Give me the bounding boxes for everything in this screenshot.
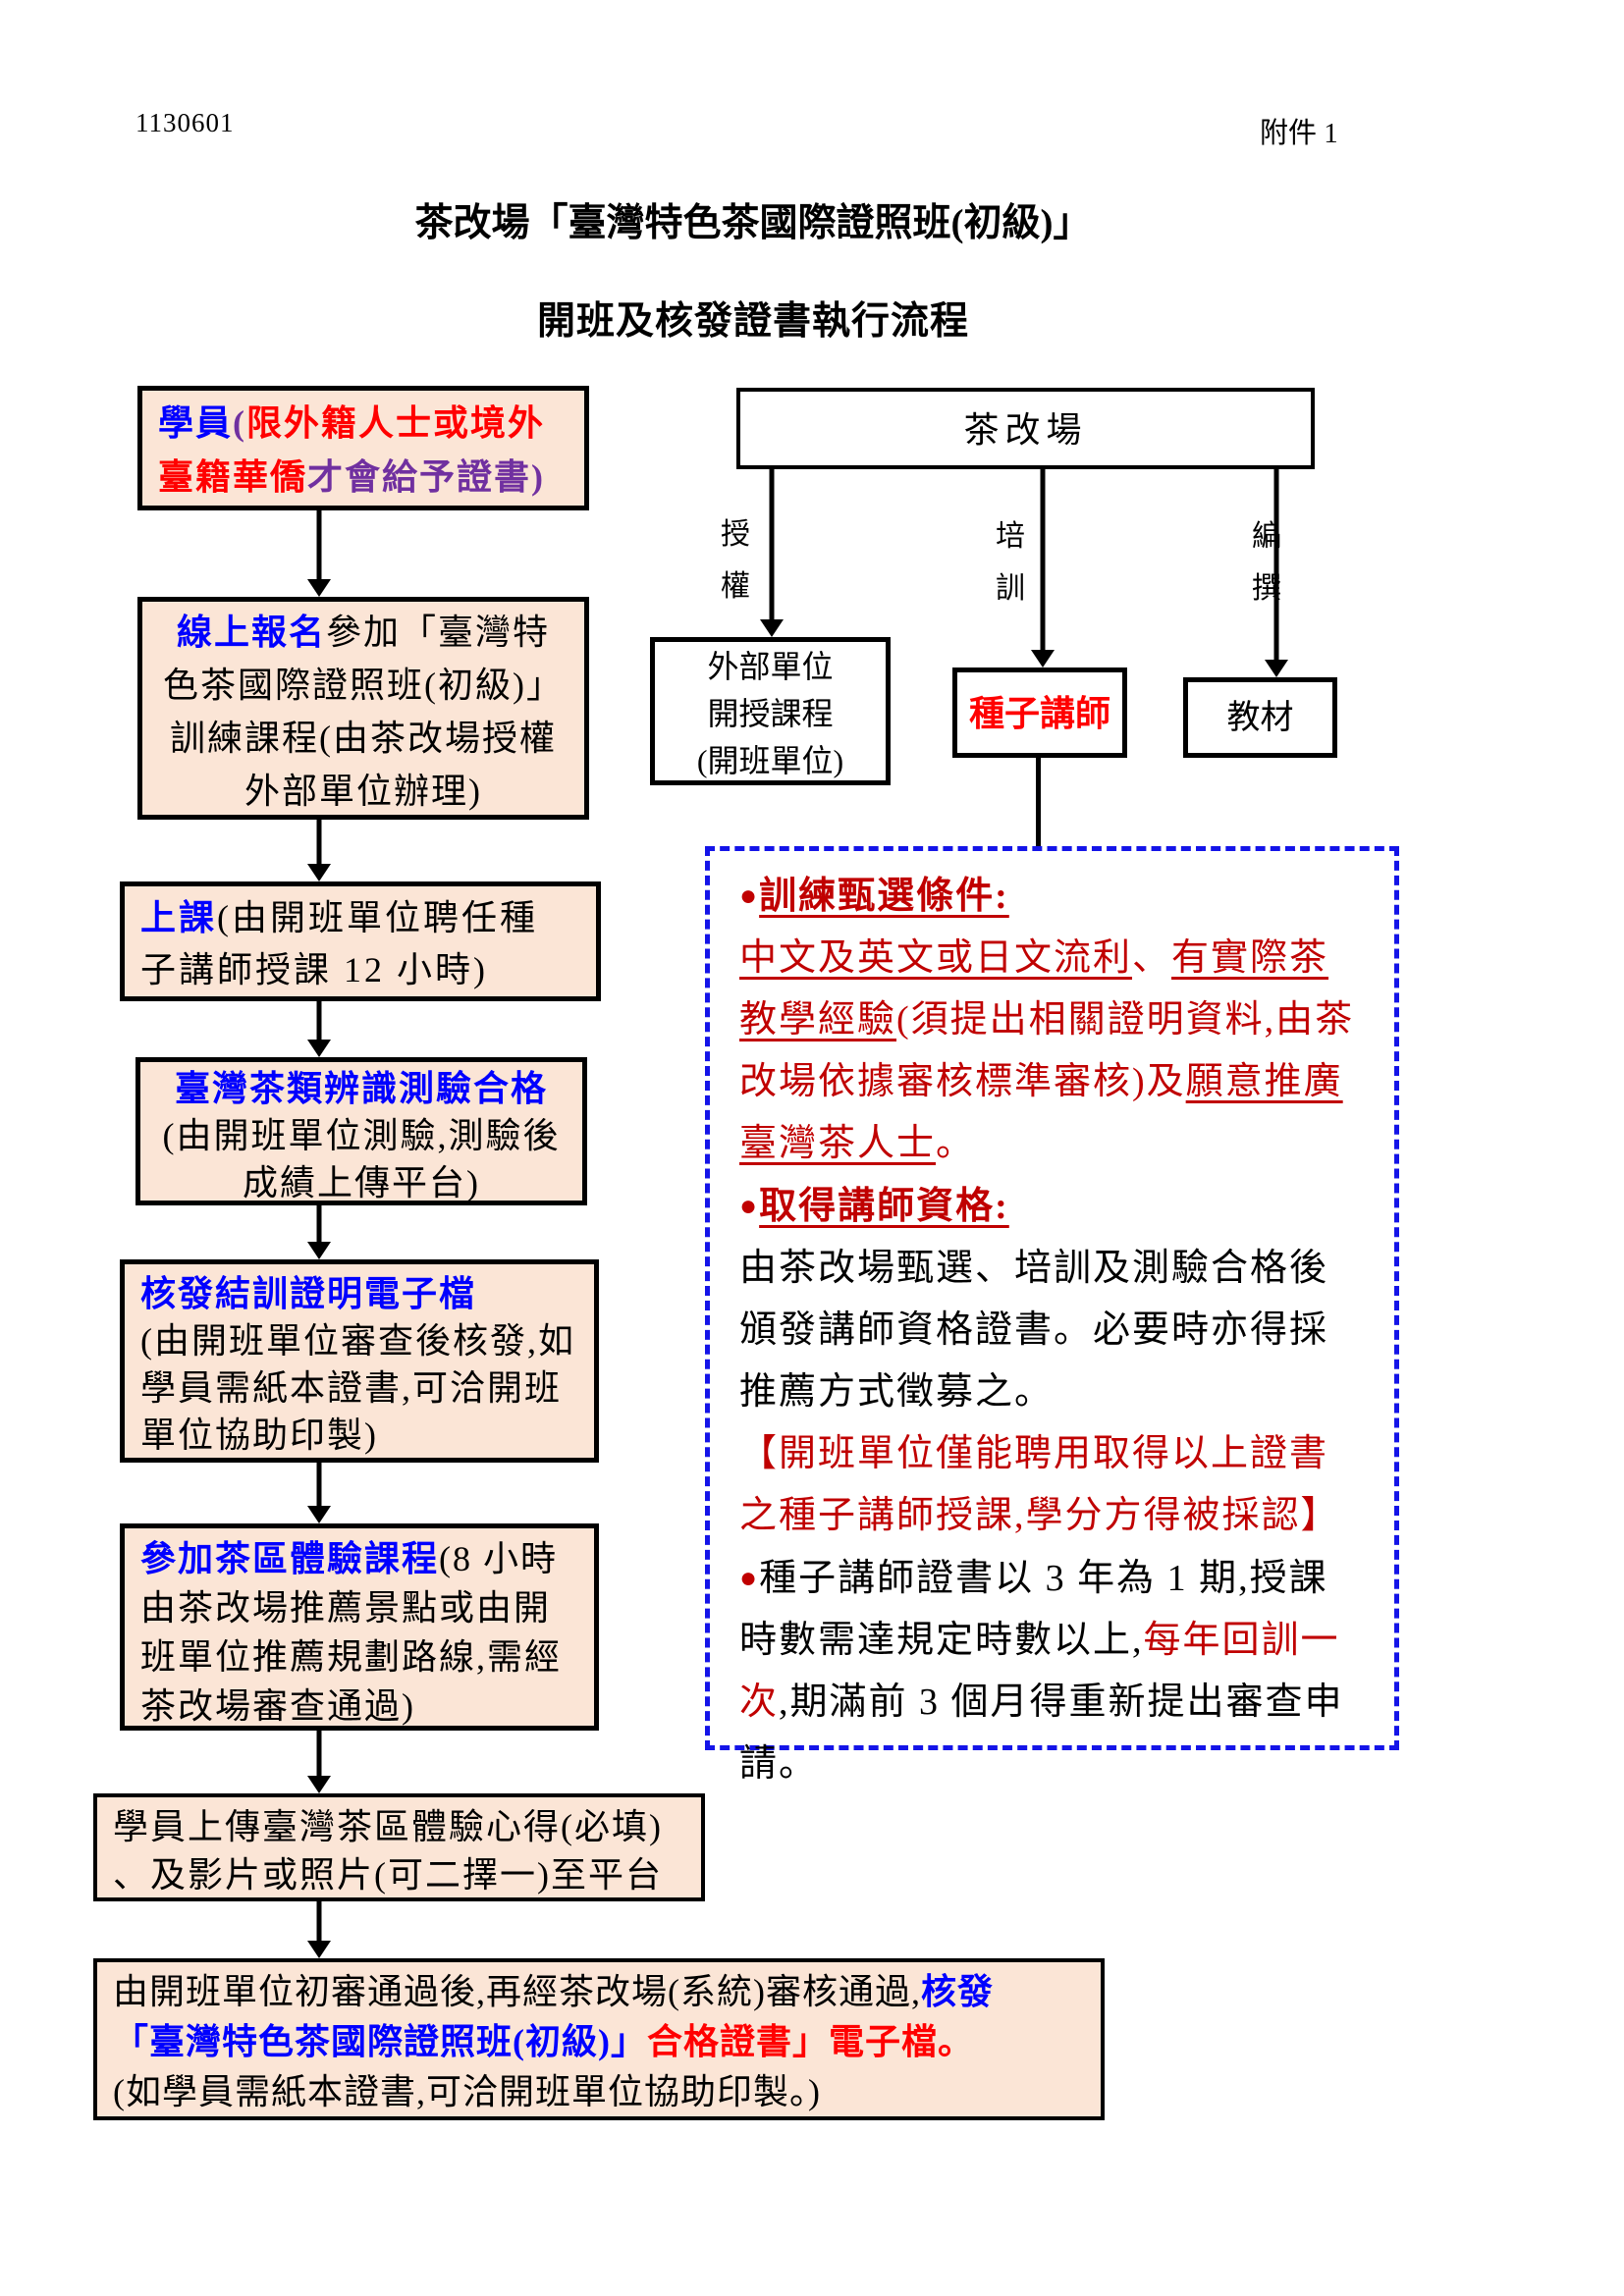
org-box-seed-teacher: 種子講師 [952, 667, 1127, 758]
document-number: 1130601 [135, 108, 235, 137]
flow-box-final-certificate: 由開班單位初審通過後,再經茶改場(系統)審核通過,核發 「臺灣特色茶國際證照班(… [93, 1958, 1105, 2120]
hiring-restriction-text: 【開班單位僅能聘用取得以上證書之種子講師授課,學分方得被採認】 [739, 1433, 1340, 1536]
attend-class-text: (由開班單位聘任種子講師授課 12 小時) [140, 898, 539, 989]
flow-arrow [307, 510, 331, 597]
selection-criteria-text: 中文及英文或日文流利、有實際茶教學經驗(須提出相關證明資料,由茶改場依據審核標準… [739, 928, 1365, 1175]
certificate-name: 「臺灣特色茶國際證照班(初級)」 [113, 2022, 647, 2061]
branch-arrow-authorize [760, 469, 784, 637]
upload-feedback-line2: 、及影片或照片(可二擇一)至平台 [113, 1855, 663, 1895]
branch-arrow-compile [1265, 469, 1288, 677]
tea-test-text: (由開班單位測驗,測驗後成績上傳平台) [162, 1116, 561, 1202]
selection-criteria-title: 訓練甄選條件: [759, 876, 1009, 917]
tea-area-experience-text: (8 小時由茶改場推薦景點或由開班單位推薦規劃路線,需經茶改場審查通過) [140, 1539, 563, 1726]
criteria-language: 中文及英文或日文流利 [739, 937, 1133, 979]
bullet-icon: ● [739, 1190, 760, 1222]
flow-arrow [307, 1001, 331, 1057]
seed-teacher-label: 種子講師 [968, 694, 1110, 733]
flow-arrow [307, 1731, 331, 1793]
flow-box-upload-feedback: 學員上傳臺灣茶區體驗心得(必填) 、及影片或照片(可二擇一)至平台 [93, 1793, 705, 1901]
completion-certificate-text: (由開班單位審查後核發,如學員需紙本證書,可洽開班單位協助印製) [140, 1321, 575, 1455]
notes-box: ●訓練甄選條件: 中文及英文或日文流利、有實際茶教學經驗(須提出相關證明資料,由… [705, 846, 1399, 1785]
branch-label-compile: 編撰 [1252, 520, 1281, 605]
external-unit-line2: 開授課程 [707, 696, 834, 731]
flow-box-online-registration: 線上報名參加「臺灣特色茶國際證照班(初級)」訓練課程(由茶改場授權外部單位辦理) [137, 597, 589, 820]
student-label: 學員 [158, 403, 234, 443]
tea-test-label: 臺灣茶類辨識測驗合格 [174, 1069, 548, 1108]
branch-label-authorize: 授權 [721, 518, 750, 603]
material-label: 教材 [1226, 700, 1294, 736]
flow-box-tea-area-experience: 參加茶區體驗課程(8 小時由茶改場推薦景點或由開班單位推薦規劃路線,需經茶改場審… [120, 1523, 599, 1731]
flow-box-attend-class: 上課(由開班單位聘任種子講師授課 12 小時) [120, 881, 601, 1001]
completion-certificate-label: 核發結訓證明電子檔 [140, 1274, 477, 1313]
paren-open: ( [233, 403, 247, 443]
student-restriction: 限外籍人士或境外臺籍華僑 [158, 403, 546, 497]
attachment-label: 附件 1 [1260, 118, 1338, 149]
final-review-text: 由開班單位初審通過後,再經茶改場(系統)審核通過, [113, 1972, 921, 2011]
criteria-promote: 願意推廣臺灣茶人士 [739, 1061, 1343, 1164]
online-registration-text: 參加「臺灣特色茶國際證照班(初級)」訓練課程(由茶改場授權外部單位辦理) [163, 613, 564, 811]
paper-certificate-note: (如學員需紙本證書,可洽開班單位協助印製。) [113, 2072, 821, 2111]
student-note-tail: 才會給予證書) [307, 457, 546, 497]
tea-area-experience-label: 參加茶區體驗課程 [140, 1539, 440, 1578]
flow-arrow [307, 1205, 331, 1259]
criteria-period: 。 [936, 1123, 976, 1164]
branch-arrow-train [1031, 469, 1055, 667]
bullet-icon: ● [739, 1562, 760, 1594]
teacher-qualification-text: 由茶改場甄選、培訓及測驗合格後頒發講師資格證書。必要時亦得採推薦方式徵募之。 [739, 1248, 1329, 1413]
criteria-proof: (須提出相關證明資料,由茶改場依據審核標準審核)及 [739, 999, 1355, 1102]
org-box-external-unit: 外部單位 開授課程 (開班單位) [650, 637, 891, 785]
certificate-efile: 合格證書」電子檔。 [646, 2022, 974, 2061]
certificate-renewal-text: ,期滿前 3 個月得重新提出審查申請。 [739, 1682, 1344, 1785]
annual-retraining-text: 每年回訓一次 [739, 1620, 1340, 1723]
page-title-line1: 茶改場「臺灣特色茶國際證照班(初級)」 [414, 202, 1092, 244]
connector-line [1036, 758, 1041, 846]
tea-station-label: 茶改場 [963, 410, 1088, 450]
bullet-icon: ● [739, 880, 760, 912]
criteria-experience: 有實際茶教學經驗 [739, 937, 1329, 1041]
attend-class-label: 上課 [140, 898, 218, 937]
org-box-tea-station: 茶改場 [736, 388, 1315, 469]
page-title-line2: 開班及核發證書執行流程 [536, 300, 969, 343]
branch-label-train: 培訓 [996, 520, 1025, 605]
external-unit-line3: (開班單位) [696, 743, 844, 778]
teacher-qualification-title: 取得講師資格: [759, 1186, 1009, 1227]
flow-arrow [307, 820, 331, 881]
flow-arrow [307, 1463, 331, 1523]
org-box-material: 教材 [1183, 677, 1337, 758]
upload-feedback-line1: 學員上傳臺灣茶區體驗心得(必填) [113, 1807, 663, 1846]
flow-box-tea-identification-test: 臺灣茶類辨識測驗合格 (由開班單位測驗,測驗後成績上傳平台) [135, 1057, 587, 1205]
flow-box-completion-certificate: 核發結訓證明電子檔 (由開班單位審查後核發,如學員需紙本證書,可洽開班單位協助印製… [120, 1259, 599, 1463]
flow-box-student: 學員(限外籍人士或境外臺籍華僑才會給予證書) [137, 386, 589, 510]
certificate-validity-text: 種子講師證書以 3 年為 1 期,授課時數需達規定時數以上, [739, 1558, 1328, 1661]
flow-arrow [307, 1901, 331, 1958]
criteria-sep: 、 [1132, 937, 1172, 979]
issue-label: 核發 [920, 1972, 994, 2011]
external-unit-line1: 外部單位 [707, 649, 834, 684]
online-registration-label: 線上報名 [176, 613, 326, 652]
